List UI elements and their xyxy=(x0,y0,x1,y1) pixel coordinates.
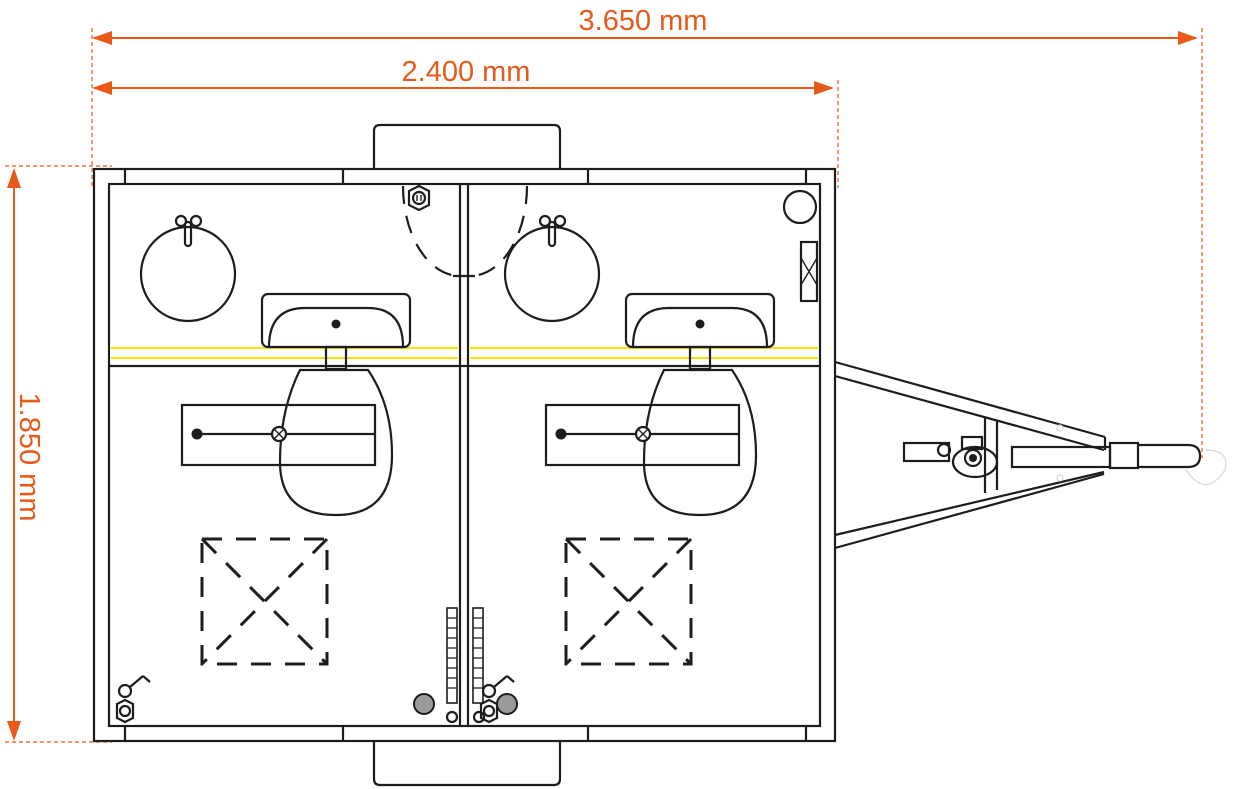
dimension-total-length: 3.650 mm xyxy=(91,5,1203,458)
vent-nut-top xyxy=(407,184,431,212)
dimension-width: 1.850 mm xyxy=(5,165,112,743)
grab-bar xyxy=(180,403,377,467)
bottom-handle xyxy=(372,741,562,787)
roof-vent xyxy=(782,189,818,225)
drawbar xyxy=(834,360,1107,550)
total-length-label: 3.650 mm xyxy=(579,5,708,37)
inner-wall xyxy=(107,182,822,728)
bolt xyxy=(472,710,486,724)
door-swing-left xyxy=(401,185,461,278)
jockey-wheel xyxy=(902,435,999,479)
width-label: 1.850 mm xyxy=(13,393,45,522)
dimension-body-length: 2.400 mm xyxy=(92,56,839,188)
valve xyxy=(115,675,151,724)
top-handle xyxy=(372,123,562,169)
compartment-fixtures xyxy=(115,214,412,724)
sink xyxy=(139,214,237,323)
outer-frame xyxy=(92,167,837,743)
frame-ribs xyxy=(123,169,808,741)
body-length-label: 2.400 mm xyxy=(402,56,531,88)
compartment-fixtures-right xyxy=(479,214,776,724)
ladder-left xyxy=(446,607,458,704)
basin xyxy=(260,292,412,349)
vent-box xyxy=(799,240,819,303)
door-swing-right xyxy=(467,185,529,278)
ladder-right xyxy=(472,607,484,704)
drain-plug xyxy=(413,693,435,715)
floor-drain xyxy=(200,537,329,666)
bolt xyxy=(445,710,459,724)
coupling-head xyxy=(1010,424,1227,486)
drain-plug xyxy=(496,693,518,715)
